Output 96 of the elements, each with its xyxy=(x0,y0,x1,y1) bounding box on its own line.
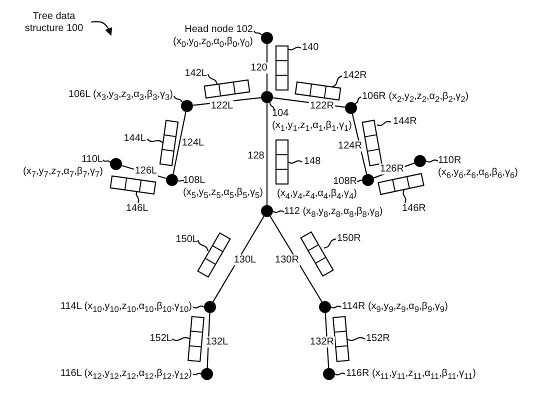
tree-node-dot xyxy=(204,301,216,313)
coordinate-label: (x$_{5}$,y$_{5}$,z$_{5}$,α$_{5}$,β$_{5}$,γ$_{5}$) xyxy=(183,187,263,201)
leader-line xyxy=(288,46,302,50)
leader-line xyxy=(426,160,438,162)
leader-line xyxy=(146,138,164,144)
leader-line xyxy=(330,306,342,308)
tree-node-dot xyxy=(319,301,331,313)
edge-label: 128 xyxy=(246,150,266,162)
tree-node-dot xyxy=(323,368,335,380)
node-label: 110R xyxy=(438,155,462,167)
leader-line xyxy=(174,96,183,103)
leader-line xyxy=(272,210,284,213)
edge-label: 132L xyxy=(204,336,230,348)
tree-node-dot xyxy=(345,102,357,114)
leader-line xyxy=(332,75,342,88)
leader-line xyxy=(254,30,262,36)
figure-title: Tree data structure 100 xyxy=(21,11,87,35)
leader-line xyxy=(346,337,366,341)
node-label: 114R (x$_{9}$,y$_{9}$,z$_{9}$,α$_{9}$,β$_{9}$,γ$_{9}$) xyxy=(342,301,448,315)
tree-node-dot xyxy=(110,158,122,170)
node-label: 116L (x$_{12}$,y$_{12}$,z$_{12}$,α$_{12}$,β$_{12}$,γ$_{12}$) xyxy=(60,368,192,382)
part-number: 150R xyxy=(337,233,361,245)
node-label: 112 (x$_{8}$,y$_{8}$,z$_{8}$,α$_{8}$,β$_{8}$,γ$_{8}$) xyxy=(284,206,383,220)
connector-line xyxy=(172,112,186,174)
edge-label: 126L xyxy=(134,166,158,176)
edge-label: 126R xyxy=(379,164,405,174)
node-label: 114L (x$_{10}$,y$_{10}$,z$_{10}$,α$_{10}$,β$_{10}$,γ$_{10}$) xyxy=(60,301,192,315)
leader-line xyxy=(376,120,392,126)
connector-line xyxy=(266,44,268,91)
leader-line xyxy=(288,160,302,164)
leader-line xyxy=(334,372,346,376)
node-label: 108R xyxy=(332,176,357,188)
part-number: 150L xyxy=(176,234,198,246)
connector-line xyxy=(212,216,264,302)
edge-label: 122R xyxy=(309,100,335,112)
node-label: 106R (x$_{2}$,y$_{2}$,z$_{2}$,α$_{2}$,β$_{2}$,γ$_{2}$) xyxy=(362,91,469,105)
edge-label: 130L xyxy=(232,254,258,266)
tree-node-dot xyxy=(261,32,273,44)
part-number: 152L xyxy=(150,333,172,345)
edge-label: 130R xyxy=(274,254,300,266)
part-number: 148 xyxy=(304,156,321,168)
leader-line xyxy=(192,372,202,376)
three-cell-block xyxy=(275,45,289,91)
leader-line xyxy=(136,190,140,204)
leader-line xyxy=(172,337,190,341)
node-label: 108L xyxy=(183,175,206,187)
edge-label: 120 xyxy=(250,62,268,74)
leader-line xyxy=(354,96,362,104)
three-cell-block xyxy=(275,139,289,185)
leader-line xyxy=(192,306,204,308)
pointer-arrow xyxy=(90,21,112,36)
part-number: 144R xyxy=(393,116,417,128)
tree-node-dot xyxy=(261,91,273,103)
tree-node-dot xyxy=(181,100,193,112)
leader-line xyxy=(207,74,218,84)
coordinate-label: (x$_{1}$,y$_{1}$,z$_{1}$,α$_{1}$,β$_{1}$,γ$_{1}$) xyxy=(272,120,352,134)
three-cell-block xyxy=(294,81,342,101)
coordinate-label: (x$_{0}$,y$_{0}$,z$_{0}$,α$_{0}$,β$_{0}$,γ$_{0}$) xyxy=(173,36,253,50)
coordinate-label: (x$_{7}$,y$_{7}$,z$_{7}$,α$_{7}$,β$_{7}$,γ$_{7}$) xyxy=(23,166,103,180)
three-cell-block xyxy=(188,316,204,362)
leader-line xyxy=(402,190,406,204)
node-label: 110L xyxy=(80,154,103,166)
part-number: 152R xyxy=(366,333,390,345)
leader-line xyxy=(356,180,362,182)
edge-label: 122L xyxy=(210,100,234,112)
edge-label: 124R xyxy=(337,140,363,152)
three-cell-block xyxy=(159,120,179,166)
tree-node-dot xyxy=(362,174,374,186)
node-label: 106L (x$_{3}$,y$_{3}$,z$_{3}$,α$_{3}$,β$_{3}$,γ$_{3}$) xyxy=(68,89,173,103)
node-label: Head node 102 xyxy=(184,24,253,36)
part-number: 142R xyxy=(343,70,367,82)
connector-line xyxy=(270,216,322,302)
part-number: 146R xyxy=(402,203,426,215)
part-number: 142L xyxy=(184,68,207,80)
node-label: 104 xyxy=(272,108,290,120)
tree-node-dot xyxy=(414,155,426,167)
leader-line xyxy=(324,238,336,249)
three-cell-block xyxy=(362,120,382,166)
node-label: 116R (x$_{11}$,y$_{11}$,z$_{11}$,α$_{11}$,β$_{11}$,γ$_{11}$) xyxy=(346,368,476,382)
leader-line xyxy=(197,240,209,252)
tree-node-dot xyxy=(201,368,213,380)
connector-line xyxy=(266,103,268,205)
edge-label: 132R xyxy=(309,336,335,348)
edge-label: 124L xyxy=(180,138,206,148)
leader-line xyxy=(178,180,184,182)
part-number: 146L xyxy=(126,203,148,215)
coordinate-label: (x$_{6}$,y$_{6}$,z$_{6}$,α$_{6}$,β$_{6}$,γ$_{6}$) xyxy=(438,167,518,181)
three-cell-block xyxy=(204,79,250,99)
tree-node-dot xyxy=(261,205,273,217)
leader-line xyxy=(102,160,111,163)
part-number: 140 xyxy=(302,42,319,54)
three-cell-block xyxy=(332,316,350,362)
coordinate-label: (x$_{4}$,y$_{4}$,z$_{4}$,α$_{4}$,β$_{4}$,γ$_{4}$) xyxy=(277,188,357,202)
leader-line xyxy=(269,102,275,110)
tree-node-dot xyxy=(166,174,178,186)
part-number: 144L xyxy=(124,133,146,145)
